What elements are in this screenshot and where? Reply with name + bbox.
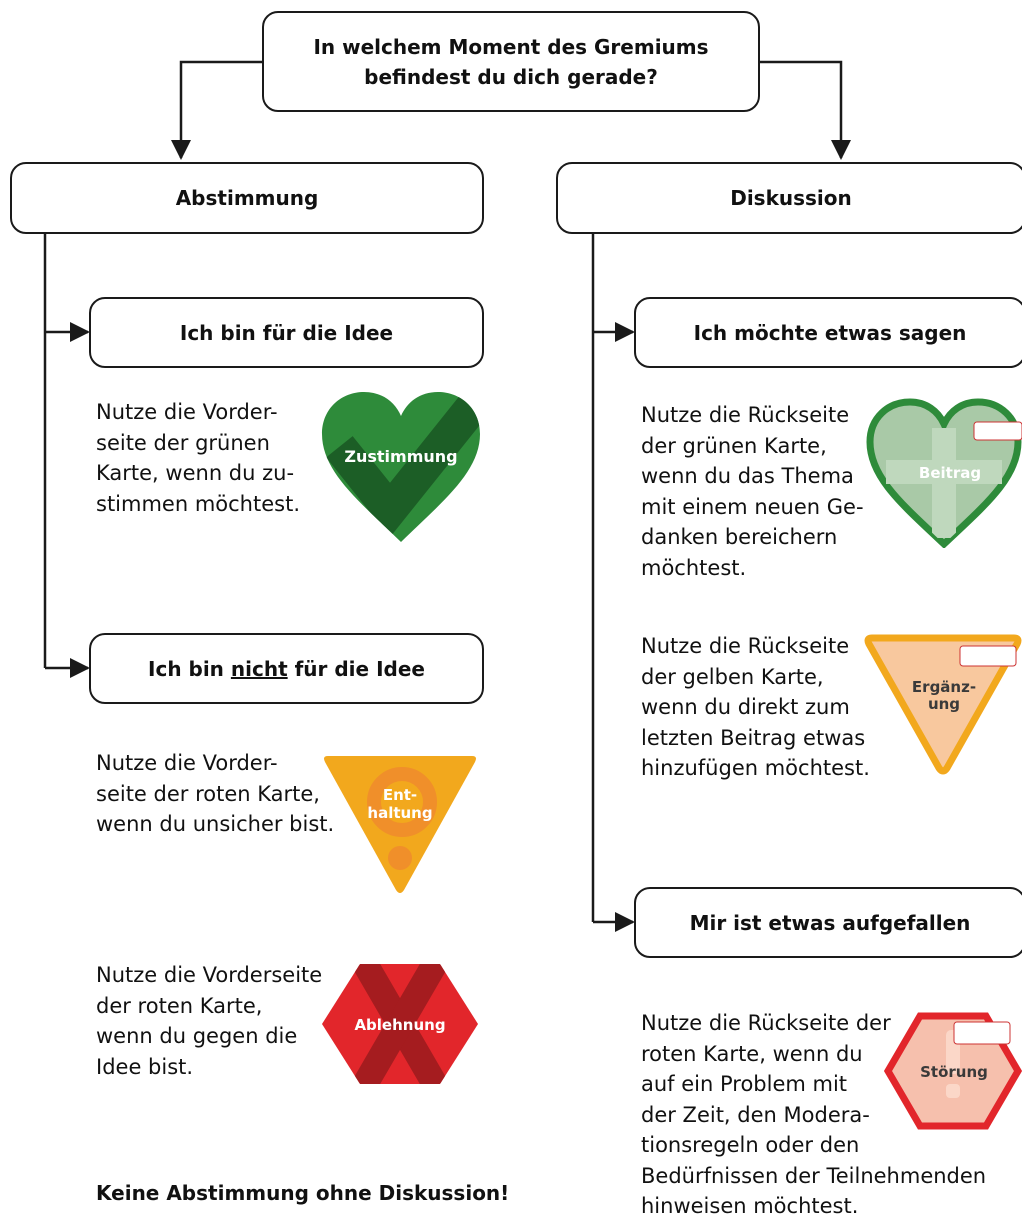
text-line: auf ein Problem mit [641, 1072, 848, 1096]
beitrag-card-icon: Beitrag [866, 398, 1022, 548]
enthaltung-card-label-2: haltung [367, 804, 432, 822]
beitrag-card-label: Beitrag [919, 464, 981, 482]
branch-abstimmung-label: Abstimmung [175, 186, 319, 210]
text-line: Nutze die Vorderseite [96, 963, 323, 987]
branch-abstimmung: Abstimmung [10, 162, 484, 234]
text-line: Idee bist. [96, 1054, 194, 1079]
text-line: mit einem neuen Ge- [641, 494, 864, 519]
text-line: Karte, wenn du zu- [96, 461, 295, 485]
text-line: stimmen möchtest. [96, 491, 300, 516]
label-post: für die Idee [287, 656, 425, 681]
arrow-to-diskussion [760, 60, 851, 160]
text-line: der gelben Karte, [641, 664, 824, 689]
option-fuer-idee-label: Ich bin für die Idee [179, 320, 394, 345]
ablehnung-card-icon: Ablehnung [322, 964, 478, 1084]
text-line: hinzufügen möchtest. [641, 756, 870, 780]
text-line: roten Karte, wenn du [641, 1041, 863, 1066]
stoerung-card-label: Störung [920, 1063, 988, 1081]
text-line: wenn du direkt zum [641, 695, 850, 719]
text-line: möchtest. [641, 555, 747, 580]
text-line: hinweisen möchtest. [641, 1194, 859, 1218]
option-nicht-fuer-idee: Ich bin nicht für die Idee [89, 633, 484, 704]
ergaenzung-card-label-2: ung [928, 695, 960, 713]
option-etwas-sagen-label: Ich möchte etwas sagen [693, 320, 967, 345]
footer-note: Keine Abstimmung ohne Diskussion! [96, 1181, 510, 1205]
zustimmung-card-label: Zustimmung [344, 447, 457, 466]
text-line: Nutze die Rückseite [641, 634, 850, 658]
option-etwas-sagen: Ich möchte etwas sagen [634, 297, 1022, 368]
text-ergaenzung: Nutze die Rückseite der gelben Karte, we… [641, 631, 870, 784]
question-line-1: In welchem Moment des Gremiums [313, 34, 709, 59]
question-line-2: befindest du dich gerade? [364, 64, 658, 89]
arrow-to-abstimmung [171, 60, 262, 160]
ablehnung-card-label: Ablehnung [354, 1016, 445, 1034]
stoerung-card-icon: Störung [884, 1012, 1022, 1130]
text-line: Bedürfnissen der Teilnehmenden [641, 1163, 987, 1188]
option-fuer-idee: Ich bin für die Idee [89, 297, 484, 368]
option-nicht-fuer-idee-label: Ich bin nicht für die Idee [148, 657, 425, 681]
text-zustimmung: Nutze die Vorder- seite der grünen Karte… [96, 397, 300, 519]
text-line: wenn du das Thema [641, 464, 854, 488]
text-line: danken bereichern [641, 525, 838, 549]
label-underlined: nicht [230, 656, 288, 681]
option-aufgefallen: Mir ist etwas aufgefallen [634, 887, 1022, 958]
text-line: wenn du unsicher bist. [96, 812, 335, 836]
text-enthaltung: Nutze die Vorder- seite der roten Karte,… [96, 748, 334, 840]
question-box: In welchem Moment des Gremiums befindest… [262, 11, 760, 112]
text-line: Nutze die Vorder- [96, 751, 278, 775]
text-line: Nutze die Vorder- [96, 400, 278, 424]
text-stoerung: Nutze die Rückseite der roten Karte, wen… [641, 1008, 986, 1222]
text-line: Nutze die Rückseite der [641, 1011, 891, 1035]
ergaenzung-card-label-1: Ergänz- [912, 678, 976, 696]
text-line: Nutze die Rückseite [641, 403, 850, 427]
text-line: der Zeit, den Modera- [641, 1102, 870, 1127]
text-line: tionsregeln oder den [641, 1133, 860, 1157]
option-aufgefallen-label: Mir ist etwas aufgefallen [689, 910, 971, 935]
text-line: der grünen Karte, [641, 433, 827, 458]
branch-diskussion-label: Diskussion [730, 186, 852, 210]
zustimmung-card-icon: Zustimmung [322, 392, 480, 542]
text-beitrag: Nutze die Rückseite der grünen Karte, we… [641, 400, 864, 583]
text-line: letzten Beitrag etwas [641, 725, 866, 750]
enthaltung-card-icon: Ent- haltung [324, 756, 476, 893]
ergaenzung-card-icon: Ergänz- ung [864, 634, 1022, 775]
text-ablehnung: Nutze die Vorderseite der roten Karte, w… [96, 960, 322, 1082]
text-line: der roten Karte, [96, 993, 263, 1018]
text-line: seite der roten Karte, [96, 781, 320, 806]
enthaltung-card-label-1: Ent- [383, 786, 417, 804]
text-line: seite der grünen [96, 430, 270, 455]
label-pre: Ich bin [148, 656, 231, 681]
text-line: wenn du gegen die [96, 1024, 298, 1048]
branch-diskussion: Diskussion [556, 162, 1022, 234]
